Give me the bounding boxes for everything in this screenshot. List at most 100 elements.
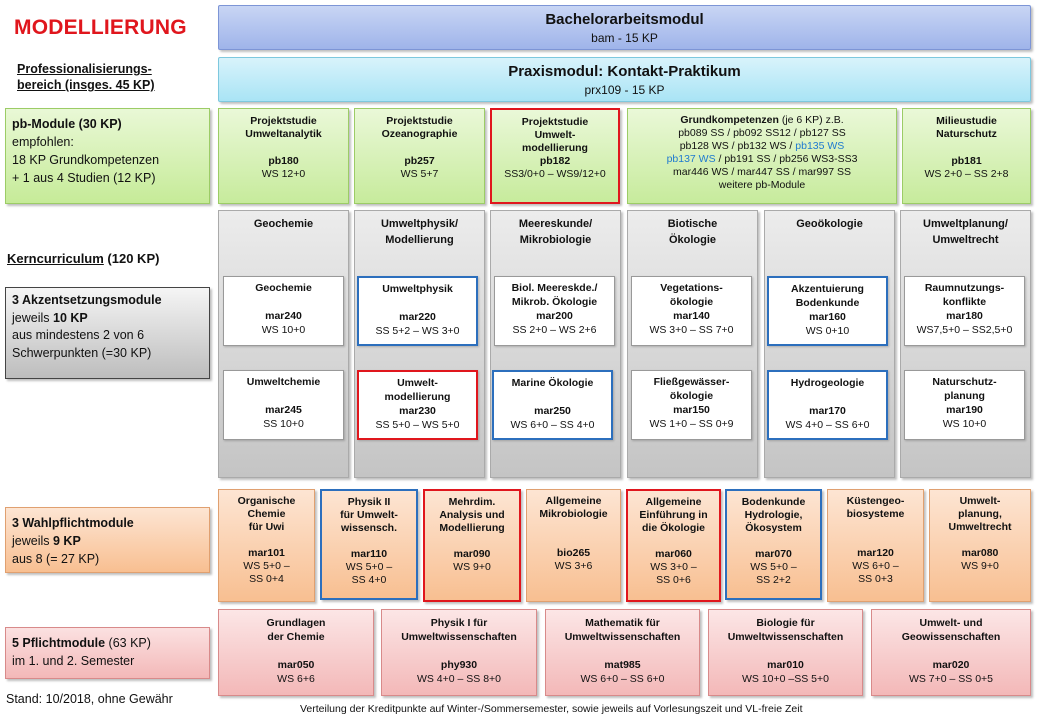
module-code: mar250 [534, 405, 571, 417]
module-code: bio265 [556, 547, 591, 559]
gk-line: pb137 WS / pb191 SS / pb256 WS3-SS3 [628, 153, 896, 166]
gk-line: pb089 SS / pb092 SS12 / pb127 SS [678, 127, 846, 139]
module-card-umweltmodellierung[interactable]: Umwelt- modellierung mar230 SS 5+0 – WS … [357, 370, 478, 440]
wahlpflicht-label-part: jeweils [12, 534, 53, 548]
module-name: Umweltanalytik [245, 128, 322, 140]
module-code: mar240 [265, 310, 302, 322]
module-name: Umweltphysik [382, 283, 453, 295]
pb-module-umweltanalytik[interactable]: Projektstudie Umweltanalytik pb180 WS 12… [218, 108, 349, 204]
column-head: Umweltrecht [932, 234, 999, 246]
wahlpflicht-mehrdim-analysis[interactable]: Mehrdim. Analysis und Modellierung mar09… [423, 489, 521, 602]
module-card-geochemie[interactable]: Geochemie mar240 WS 10+0 [223, 276, 344, 346]
module-kp: WS 6+0 – SS 4+0 [510, 419, 595, 431]
module-kp: SS 5+0 – WS 5+0 [375, 419, 460, 431]
module-card-umweltchemie[interactable]: Umweltchemie mar245 SS 10+0 [223, 370, 344, 440]
wahlpflicht-physik-ii[interactable]: Physik II für Umwelt- wissensch. mar110 … [320, 489, 418, 600]
module-name: Umweltwissenschaften [401, 631, 517, 643]
stand-note: Stand: 10/2018, ohne Gewähr [6, 692, 173, 706]
module-kp: SS3/0+0 – WS9/12+0 [504, 168, 606, 180]
module-name: Umweltchemie [246, 376, 321, 388]
module-name: ökologie [669, 296, 714, 308]
module-card-fliessgewaesseroekologie[interactable]: Fließgewässer- ökologie mar150 WS 1+0 – … [631, 370, 752, 440]
module-name: Chemie [247, 508, 286, 520]
wahlpflicht-kuestengeobiosysteme[interactable]: Küstengeo- biosysteme mar120 WS 6+0 – SS… [827, 489, 924, 602]
module-name: Umwelt- [959, 495, 1001, 507]
column-head: Mikrobiologie [519, 234, 592, 246]
pflicht-biologie[interactable]: Biologie für Umweltwissenschaften mar010… [708, 609, 863, 696]
module-name: Hydrologie, [744, 509, 803, 521]
wahlpflicht-umweltplanung[interactable]: Umwelt- planung, Umweltrecht mar080 WS 9… [929, 489, 1031, 602]
pb-module-ozeanographie[interactable]: Projektstudie Ozeanographie pb257 WS 5+7 [354, 108, 485, 204]
module-code: mar245 [265, 404, 302, 416]
module-name: Physik I für [430, 617, 488, 629]
module-name: planung [944, 390, 985, 402]
pb-module-naturschutz[interactable]: Milieustudie Naturschutz pb181 WS 2+0 – … [902, 108, 1031, 204]
module-name: Organische [237, 495, 296, 507]
module-name: Umwelt- und [919, 617, 983, 629]
gk-line-highlight: pb135 WS [795, 140, 845, 152]
professional-area-label: Professionalisierungs-bereich (insges. 4… [17, 62, 155, 92]
column-head: Modellierung [385, 234, 454, 246]
pb-label-box: pb-Module (30 KP) empfohlen: 18 KP Grund… [5, 108, 210, 204]
module-name: der Chemie [267, 631, 325, 643]
module-kp: WS 4+0 – SS 8+0 [416, 673, 502, 685]
pb-grundkompetenzen[interactable]: Grundkompetenzen (je 6 KP) z.B. pb089 SS… [627, 108, 897, 204]
module-card-biol-meereskunde[interactable]: Biol. Meereskde./ Mikrob. Ökologie mar20… [494, 276, 615, 346]
module-card-bodenkunde[interactable]: Akzentuierung Bodenkunde mar160 WS 0+10 [767, 276, 888, 346]
module-card-raumnutzungskonflikte[interactable]: Raumnutzungs- konflikte mar180 WS7,5+0 –… [904, 276, 1025, 346]
praxis-module[interactable]: Praxismodul: Kontakt-Praktikum prx109 - … [218, 57, 1031, 102]
akzent-label-title: 3 Akzentsetzungsmodule [12, 293, 162, 307]
wahlpflicht-einfuehrung-oekologie[interactable]: Allgemeine Einführung in die Ökologie ma… [626, 489, 721, 602]
kern-kp: (120 KP) [103, 251, 160, 266]
pflicht-grundlagen-chemie[interactable]: Grundlagen der Chemie mar050 WS 6+6 [218, 609, 374, 696]
pb-label-title: pb-Module (30 KP) [12, 117, 122, 131]
module-card-vegetationsoekologie[interactable]: Vegetations- ökologie mar140 WS 3+0 – SS… [631, 276, 752, 346]
module-name: Projektstudie [386, 115, 453, 127]
gk-line-part: pb128 WS / pb132 WS / [679, 140, 796, 152]
wahlpflicht-bodenkunde-hydrologie[interactable]: Bodenkunde Hydrologie, Ökosystem mar070 … [725, 489, 822, 600]
module-name: Mehrdim. [448, 496, 496, 508]
module-kp: SS 4+0 [351, 574, 387, 586]
module-card-umweltphysik[interactable]: Umweltphysik mar220 SS 5+2 – WS 3+0 [357, 276, 478, 346]
gk-title-note: (je 6 KP) z.B. [778, 114, 844, 126]
module-name [769, 390, 886, 404]
akzent-label-kp: 10 KP [53, 310, 88, 325]
module-kp: WS7,5+0 – SS2,5+0 [916, 324, 1013, 336]
module-kp: WS 3+0 – SS 7+0 [649, 324, 734, 336]
akzent-label-part: jeweils [12, 310, 53, 325]
module-name: für Umwelt- [340, 509, 398, 521]
module-name: Marine Ökologie [511, 377, 594, 389]
module-card-naturschutzplanung[interactable]: Naturschutz- planung mar190 WS 10+0 [904, 370, 1025, 440]
pflicht-mathematik[interactable]: Mathematik für Umweltwissenschaften mat9… [545, 609, 700, 696]
wahlpflicht-label-title: 3 Wahlpflichtmodule [12, 516, 134, 530]
module-name: Geowissenschaften [901, 631, 1001, 643]
module-code: mar170 [809, 405, 846, 417]
akzent-label-line: Schwerpunkten (=30 KP) [12, 345, 152, 360]
module-name: Modellierung [439, 522, 505, 534]
module-code: mar090 [453, 548, 491, 560]
module-name: modellierung [522, 142, 588, 154]
wahlpflicht-allgemeine-mikrobiologie[interactable]: Allgemeine Mikrobiologie bio265 WS 3+6 [526, 489, 621, 602]
wahlpflicht-organische-chemie[interactable]: Organische Chemie für Uwi mar101 WS 5+0 … [218, 489, 315, 602]
pflicht-physik-i[interactable]: Physik I für Umweltwissenschaften phy930… [381, 609, 537, 696]
module-code: pb181 [951, 155, 982, 167]
pflicht-label-line: im 1. und 2. Semester [12, 654, 135, 668]
module-name: ökologie [669, 390, 714, 402]
module-card-hydrogeologie[interactable]: Hydrogeologie mar170 WS 4+0 – SS 6+0 [767, 370, 888, 440]
gk-line: mar446 WS / mar447 SS / mar997 SS [673, 166, 851, 178]
module-card-marine-oekologie[interactable]: Marine Ökologie mar250 WS 6+0 – SS 4+0 [492, 370, 613, 440]
gk-line: weitere pb-Module [718, 179, 806, 191]
module-code: mar050 [277, 659, 315, 671]
pb-module-umweltmodellierung[interactable]: Projektstudie Umwelt- modellierung pb182… [490, 108, 620, 204]
module-kp: WS 4+0 – SS 6+0 [785, 419, 870, 431]
bachelor-module[interactable]: Bachelorarbeitsmodul bam - 15 KP [218, 5, 1031, 50]
module-code: phy930 [440, 659, 478, 671]
pflicht-geowissenschaften[interactable]: Umwelt- und Geowissenschaften mar020 WS … [871, 609, 1031, 696]
pb-label-line: + 1 aus 4 Studien (12 KP) [12, 171, 156, 185]
module-kp: WS 5+0 – [750, 561, 797, 573]
module-code: mar160 [809, 311, 846, 323]
module-code: mar230 [399, 405, 436, 417]
column-head: Umweltphysik/ [380, 218, 459, 230]
module-kp: SS 0+4 [249, 573, 284, 585]
module-code: mar220 [399, 311, 436, 323]
